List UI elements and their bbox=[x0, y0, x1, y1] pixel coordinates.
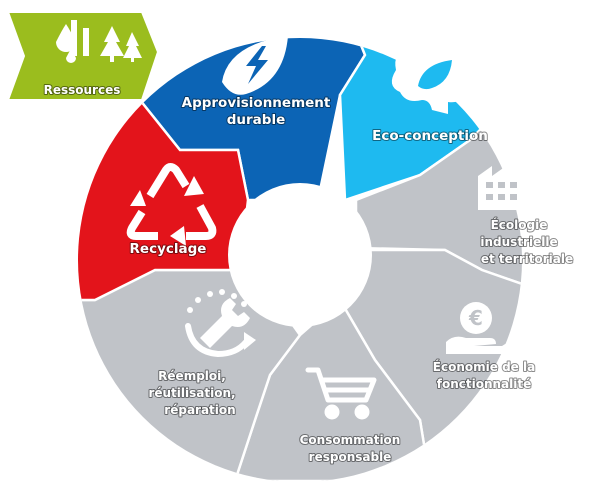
svg-text:€: € bbox=[468, 306, 483, 330]
center-hole bbox=[228, 183, 372, 327]
segment-recyclage[interactable] bbox=[0, 98, 250, 302]
factory-icon bbox=[478, 146, 532, 210]
economie-label-line1: Économie de la bbox=[433, 359, 535, 374]
wrench-cycle-icon bbox=[185, 289, 256, 358]
consommation-label-line2: responsable bbox=[309, 450, 392, 464]
leaf-lightning-icon bbox=[222, 36, 288, 95]
eco-conception-label: Eco-conception bbox=[372, 128, 488, 144]
approvisionnement-label-line2: durable bbox=[227, 112, 286, 128]
brain-leaf-icon bbox=[391, 34, 476, 115]
approvisionnement-label-line1: Approvisionnement bbox=[182, 95, 331, 111]
reemploi-label-line1: Réemploi, bbox=[158, 369, 226, 383]
euro-hand-icon: € bbox=[446, 302, 524, 354]
economie-label-line2: fonctionnalité bbox=[437, 377, 532, 391]
ecologie-label-line2: industrielle bbox=[480, 235, 557, 249]
reemploi-label-line3: réparation bbox=[164, 403, 235, 417]
shopping-cart-icon bbox=[305, 367, 377, 420]
recyclage-label: Recyclage bbox=[130, 241, 207, 257]
ressources-badge[interactable]: Ressources bbox=[6, 11, 160, 101]
trees-water-icon bbox=[56, 20, 142, 63]
ressources-label: Ressources bbox=[44, 83, 121, 97]
ecologie-label-line1: Écologie bbox=[491, 217, 548, 232]
ecologie-label-line3: et territoriale bbox=[481, 252, 573, 266]
reemploi-label-line2: réutilisation, bbox=[148, 386, 235, 400]
consommation-label-line1: Consommation bbox=[300, 433, 401, 447]
recycle-icon bbox=[126, 163, 217, 246]
